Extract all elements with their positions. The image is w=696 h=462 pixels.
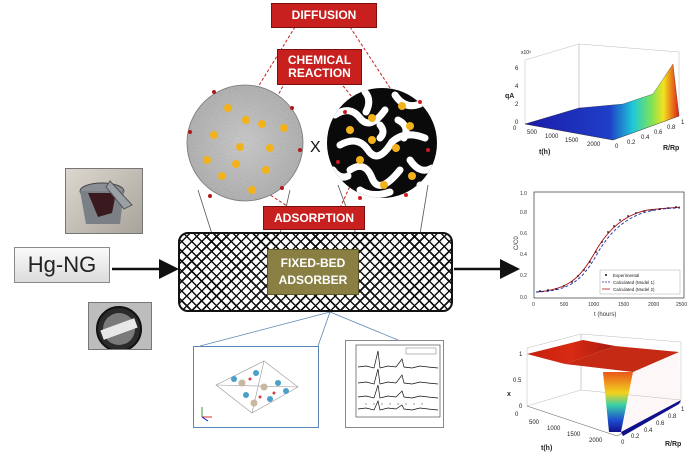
sample-photo-bottom [88,302,152,350]
fixed-bed-label: FIXED-BED ADSORBER [267,249,359,295]
r-tick: 0.6 [656,421,665,427]
t-tick: 2000 [589,438,603,444]
surface-plot-bottom: 1 0.5 0 x 2000 1500 1000 500 0 t(h) 0 0.… [507,333,685,452]
fixed-bed-line1: FIXED-BED [280,256,346,270]
x-tick: 1500 [618,302,629,308]
legend-box [599,269,681,295]
r-tick: 0.4 [644,428,653,434]
r-tick: 0.2 [631,434,640,440]
z-axis-label: x [507,391,511,398]
z-tick: 6 [515,66,519,72]
tube-image [96,306,142,349]
t-tick: 1000 [547,426,561,432]
chemical-reaction-line2: REACTION [288,66,351,80]
z-tick: 0 [519,404,523,410]
xrd-pattern-image [345,340,444,428]
y-tick: 0.8 [520,210,527,216]
r-tick: 0 [621,440,625,446]
legend-entry: Experimental [613,273,639,278]
experimental-points [539,206,677,292]
adsorption-label: ADSORPTION [263,206,365,230]
model-2-curve [535,206,681,293]
y-tick: 0.4 [520,252,527,258]
z-tick: 1 [519,352,523,358]
bed-to-structure-line [199,311,331,347]
x-tick: 0 [532,302,535,308]
zoom-line [419,184,429,235]
bed-to-structure-line [317,311,331,347]
legend-entry: Calculated (Model 1) [613,280,655,285]
x-axis-label: t (hours) [594,312,616,318]
chemical-reaction-label: CHEMICAL REACTION [277,49,362,85]
r-tick: 0.4 [641,135,650,141]
r-axis-label: R/Rp [663,145,679,152]
adsorption-pointer-right [339,173,357,209]
model-1-curve [535,207,681,293]
adsorption-pointer-left [238,173,291,209]
input-material-box: Hg-NG [14,247,110,283]
r-axis-label: R/Rp [665,441,681,448]
crystal-structure-drawing [201,360,299,422]
r-tick: 0 [615,144,619,150]
z-tick: 0 [515,120,519,126]
y-tick: 1.0 [520,191,527,197]
t-axis-label: t(h) [539,149,550,156]
x-tick: 2500 [676,302,687,308]
z-scale: x10³ [521,50,531,56]
z-tick: 0.5 [513,378,522,384]
xrd-pattern-drawing [355,344,441,418]
crystal-structure-image [193,346,319,428]
x-tick: 2000 [648,302,659,308]
t-tick: 2000 [587,142,601,148]
t-tick: 0 [513,126,517,132]
y-tick: 0.0 [520,295,527,301]
surface-plot-top: 6 4 2 0 x10³ qA 2000 1500 1000 500 0 t(h… [505,43,685,156]
t-tick: 500 [529,420,540,426]
r-tick: 0.8 [667,125,676,131]
z-tick: 4 [515,84,519,90]
r-tick: 0.2 [627,140,636,146]
z-axis-label: qA [505,93,514,100]
r-tick: 0.8 [668,414,677,420]
t-tick: 1000 [545,134,559,140]
t-tick: 0 [515,412,519,418]
breakthrough-plot: 1.0 0.8 0.6 0.4 0.2 0.0 0 500 1000 1500 … [514,191,687,318]
t-axis-label: t(h) [541,445,552,452]
t-tick: 1500 [567,432,581,438]
metal-container-image [79,180,133,224]
sample-photo-top [65,168,143,234]
reaction-pointer-left [259,81,286,132]
fixed-bed-line2: ADSORBER [278,273,348,287]
t-tick: 500 [527,130,538,136]
diffusion-pointer-right [349,26,400,102]
zoom-line [197,189,213,235]
bed-to-xrd-line [329,311,399,341]
y-tick: 0.2 [520,273,527,279]
x-tick: 1000 [588,302,599,308]
r-tick: 1 [681,120,685,126]
t-tick: 1500 [565,138,579,144]
chemical-reaction-line1: CHEMICAL [287,53,352,67]
r-tick: 0.6 [654,130,663,136]
x-tick: 500 [560,302,569,308]
y-axis-label: C/C0 [514,236,520,250]
reaction-pointer-right [339,81,374,124]
r-tick: 1 [681,407,685,413]
legend-entry: Calculated (Model 2) [613,287,655,292]
z-tick: 2 [515,102,519,108]
y-tick: 0.6 [520,231,527,237]
diffusion-label: DIFFUSION [271,3,377,28]
input-material-label: Hg-NG [27,252,97,277]
